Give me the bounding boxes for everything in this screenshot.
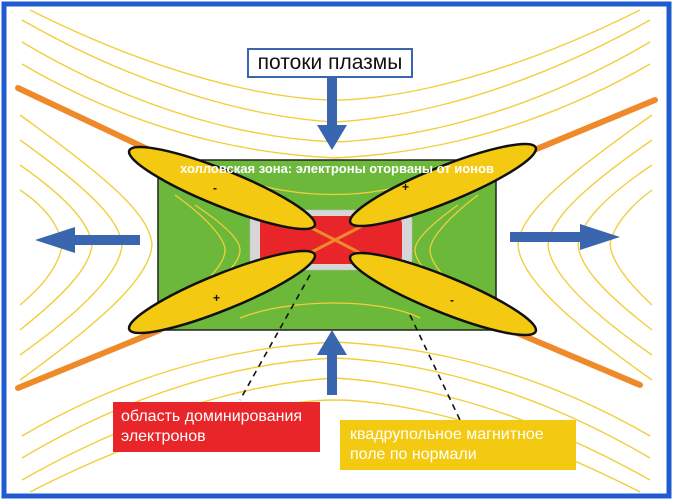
arrow-right: [510, 224, 620, 250]
field-line: [239, 302, 421, 319]
lobe-top-right: [348, 142, 538, 228]
arrow-down: [317, 78, 347, 150]
charge-sign-top-left: -: [213, 181, 217, 195]
pointer-line-electron-domain: [239, 274, 311, 401]
field-line: [577, 164, 653, 331]
field-line: [21, 63, 651, 159]
field-line: [517, 114, 653, 381]
plasma-flows-title: потоки плазмы: [247, 48, 413, 78]
separatrix-line: [507, 327, 643, 388]
plasma-flow-arrows: [35, 78, 620, 395]
separatrix-line: [15, 85, 163, 158]
magnetic-field-label: квадрупольное магнитное поле по нормали: [340, 420, 576, 470]
field-line: [547, 139, 653, 356]
lobes: [127, 142, 538, 337]
lobe-bottom-right: [348, 251, 538, 337]
separatrix-line: [15, 327, 163, 391]
electron-domain-label: область доминирования электронов: [113, 402, 320, 452]
hall-zone-label: холловская зона: электроны оторваны от и…: [180, 161, 494, 176]
charge-sign-bottom-left: +: [213, 291, 221, 305]
charge-sign-top-right: +: [402, 180, 410, 194]
arrow-left: [35, 227, 140, 253]
pointer-lines: [239, 274, 461, 421]
pointer-line-magnetic-field: [409, 314, 461, 421]
lobe-top-left: [127, 145, 317, 231]
field-line: [19, 114, 153, 381]
field-line: [609, 189, 653, 306]
arrow-up: [317, 330, 347, 395]
charge-sign-bottom-right: -: [450, 293, 454, 307]
lobe-bottom-left: [127, 249, 317, 335]
